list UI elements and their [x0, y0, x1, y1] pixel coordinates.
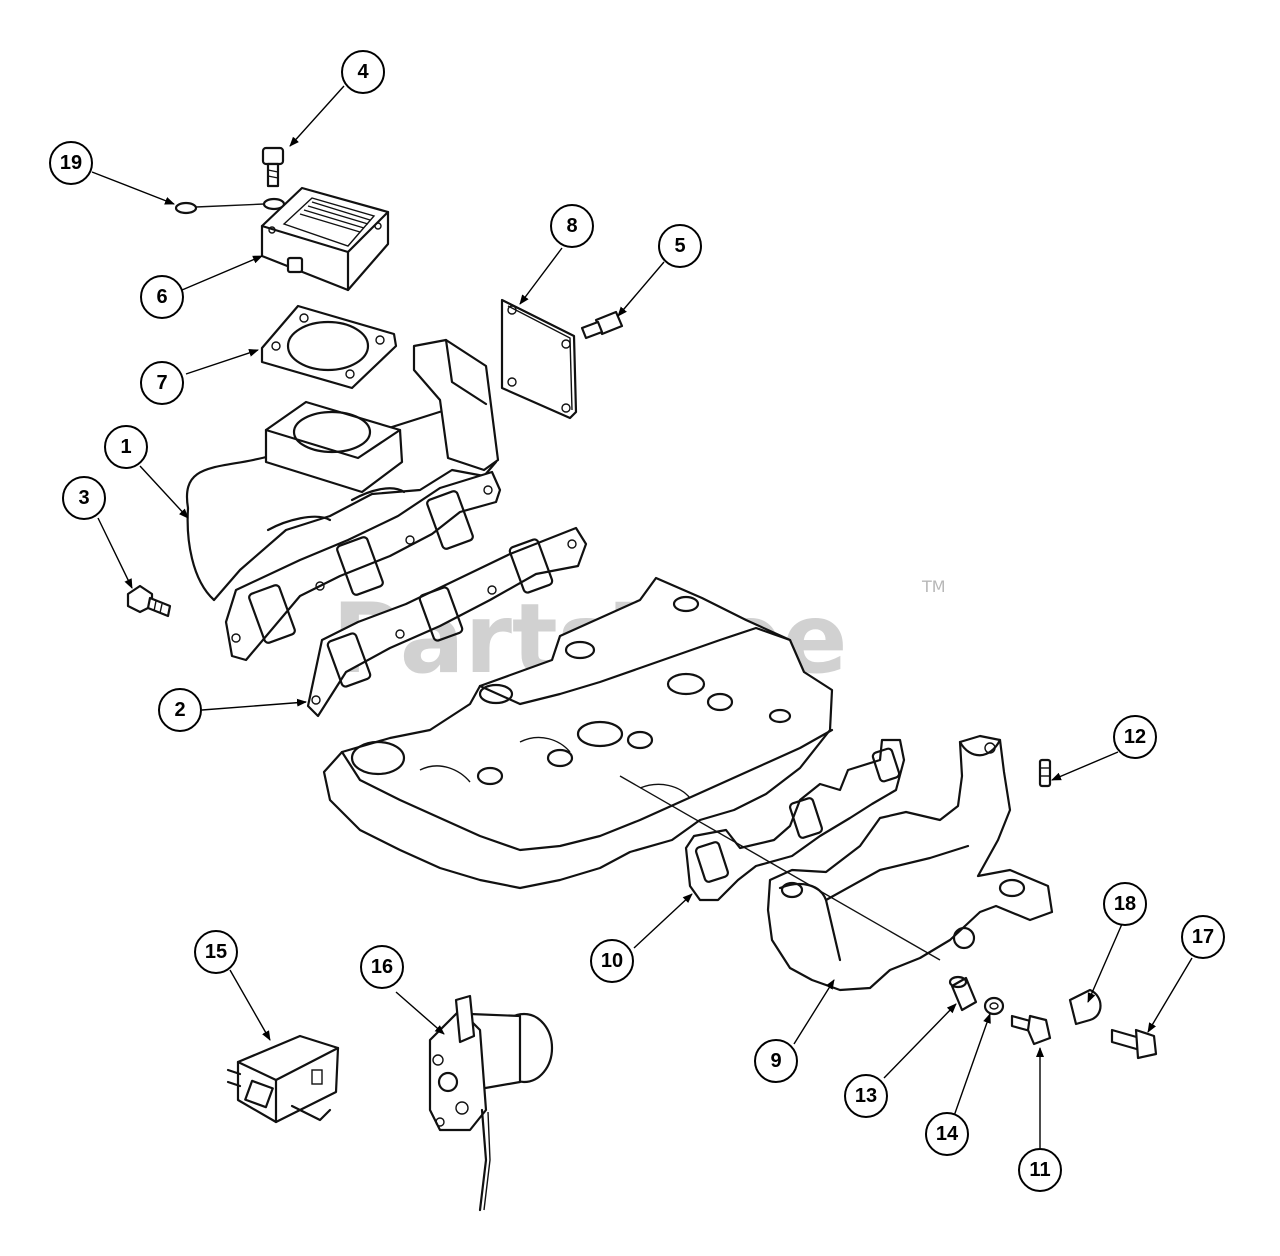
part-14-washer [983, 996, 1005, 1016]
alignment-line [619, 775, 941, 961]
callout-9: 9 [754, 1039, 798, 1083]
callout-3-label: 3 [78, 487, 89, 509]
part-1-manifold-flange [224, 470, 502, 662]
callout-19-label: 19 [60, 152, 82, 174]
callout-19: 19 [49, 141, 93, 185]
callout-1-label: 1 [120, 436, 131, 458]
part-12-stud [1038, 758, 1052, 788]
callout-6-label: 6 [156, 286, 167, 308]
callout-7: 7 [140, 361, 184, 405]
callout-6: 6 [140, 275, 184, 319]
part-5-bolt [580, 310, 624, 340]
callout-17: 17 [1181, 915, 1225, 959]
callout-11: 11 [1018, 1148, 1062, 1192]
callout-18-label: 18 [1114, 893, 1136, 915]
leader-lines [91, 85, 1193, 1148]
part-16-solenoid [428, 994, 554, 1212]
callout-12: 12 [1113, 715, 1157, 759]
part-18-cap [1068, 988, 1102, 1026]
callout-4-label: 4 [357, 61, 369, 83]
callout-16: 16 [360, 945, 404, 989]
callout-13: 13 [844, 1074, 888, 1118]
callout-2-label: 2 [174, 699, 185, 721]
callout-11-label: 11 [1029, 1159, 1050, 1181]
callout-18: 18 [1103, 882, 1147, 926]
part-10-gasket [684, 738, 906, 902]
part-4-bolt [261, 146, 285, 188]
callout-14-label: 14 [936, 1123, 959, 1145]
part-8-cover-plate [500, 298, 578, 420]
callout-10: 10 [590, 939, 634, 983]
callout-7-label: 7 [156, 372, 167, 394]
part-17-bolt [1110, 1028, 1158, 1060]
callout-4: 4 [341, 50, 385, 94]
watermark-trademark: TM [921, 577, 946, 596]
part-3-bolt [126, 584, 172, 618]
callout-8-label: 8 [566, 215, 577, 237]
callout-8: 8 [550, 204, 594, 248]
part-7-gasket [260, 304, 398, 390]
callout-13-label: 13 [855, 1085, 877, 1107]
callout-1: 1 [104, 425, 148, 469]
part-2-gasket [306, 526, 588, 718]
part-6-heater-box [260, 186, 390, 292]
callout-10-label: 10 [601, 950, 623, 972]
callout-12-label: 12 [1124, 726, 1146, 748]
callout-5: 5 [658, 224, 702, 268]
part-11-bolt [1010, 1014, 1052, 1046]
callout-14: 14 [925, 1112, 969, 1156]
callout-9-label: 9 [770, 1050, 781, 1072]
part-13-collar [948, 975, 978, 1012]
part-19-washers [174, 197, 286, 215]
callout-17-label: 17 [1192, 926, 1214, 948]
callout-15: 15 [194, 930, 238, 974]
part-9-intake-manifold [766, 734, 1054, 992]
cylinder-head [322, 576, 834, 890]
part-15-relay [226, 1034, 340, 1124]
callout-3: 3 [62, 476, 106, 520]
part-1-exhaust-manifold [185, 338, 500, 602]
callout-2: 2 [158, 688, 202, 732]
callout-16-label: 16 [371, 956, 393, 978]
callout-5-label: 5 [674, 235, 685, 257]
callout-15-label: 15 [205, 941, 227, 963]
